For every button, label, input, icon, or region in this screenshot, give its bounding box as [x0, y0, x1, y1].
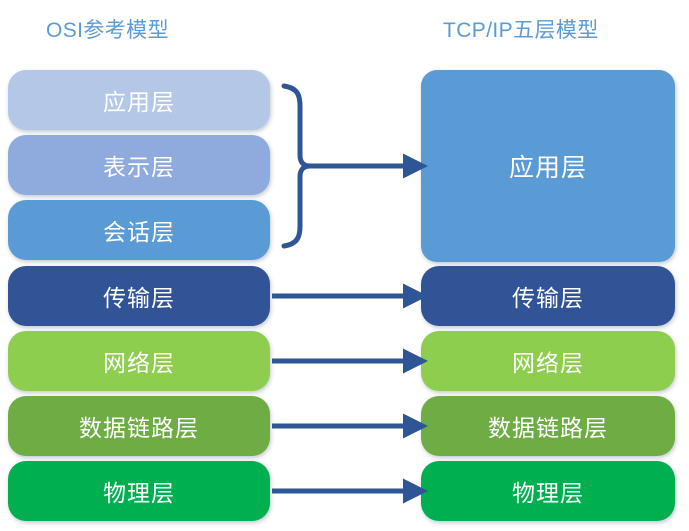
tcpip-layer-network[interactable]: 网络层 [421, 331, 675, 391]
osi-layer-physical[interactable]: 物理层 [8, 461, 270, 521]
tcpip-layer-application[interactable]: 应用层 [421, 70, 675, 262]
osi-layer-session[interactable]: 会话层 [8, 200, 270, 260]
osi-layer-application[interactable]: 应用层 [8, 70, 270, 130]
brace-upper-three-to-application [281, 83, 428, 249]
tcpip-layer-physical[interactable]: 物理层 [421, 461, 675, 521]
osi-layer-network[interactable]: 网络层 [8, 331, 270, 391]
tcpip-layer-transport[interactable]: 传输层 [421, 266, 675, 326]
tcpip-layer-datalink[interactable]: 数据链路层 [421, 396, 675, 456]
osi-layer-datalink[interactable]: 数据链路层 [8, 396, 270, 456]
osi-layer-transport[interactable]: 传输层 [8, 266, 270, 326]
osi-column-title: OSI参考模型 [46, 19, 169, 42]
tcpip-column-title: TCP/IP五层模型 [443, 19, 599, 42]
osi-layer-presentation[interactable]: 表示层 [8, 135, 270, 195]
